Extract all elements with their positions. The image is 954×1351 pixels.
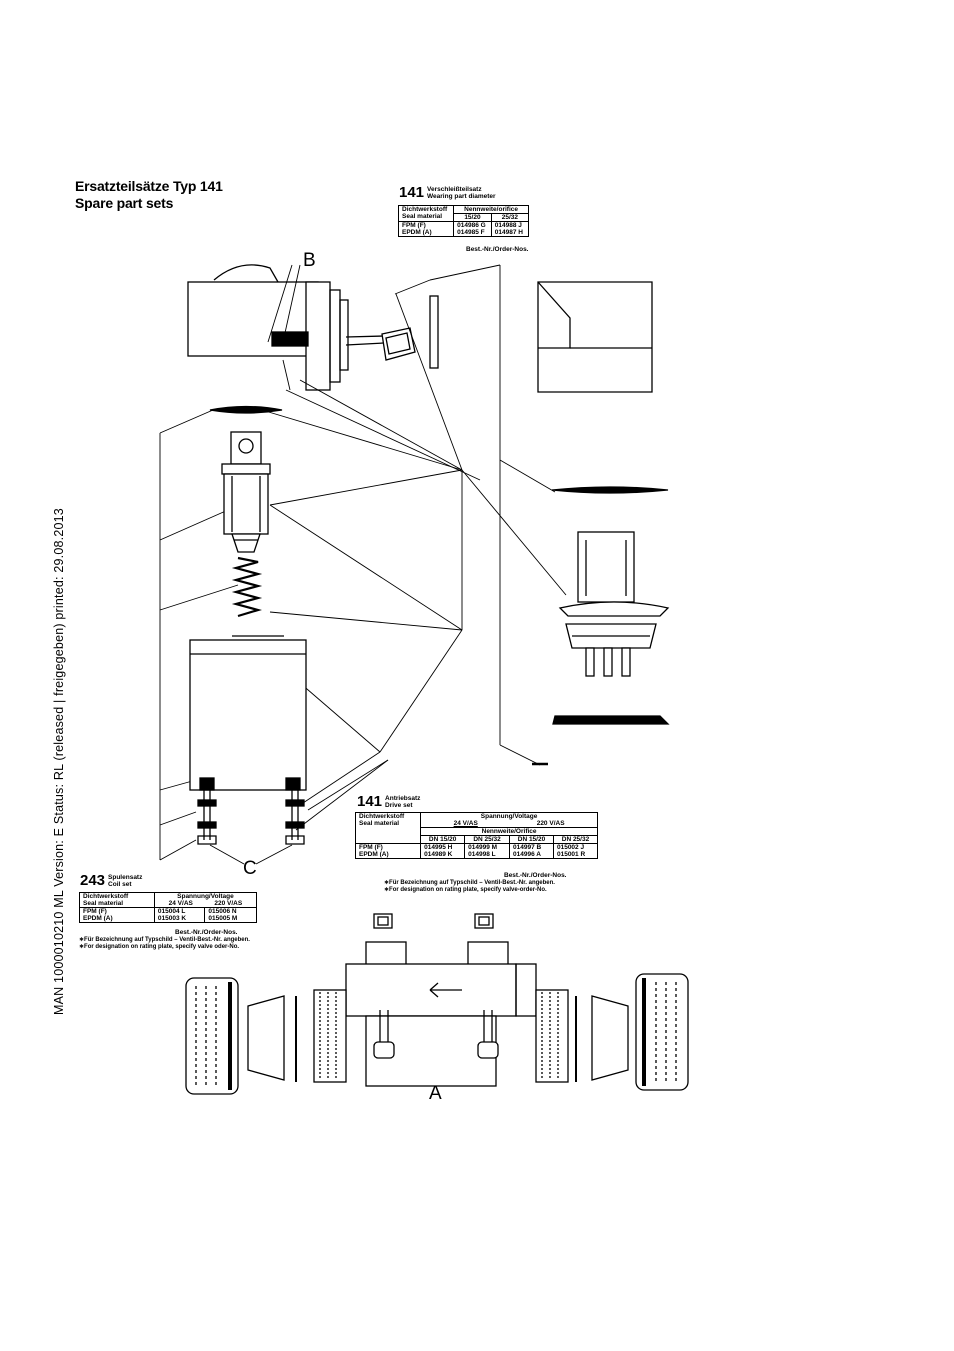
coil-kit-header: 243 Spulensatz Coil set	[80, 873, 142, 888]
union-nut-left	[185, 977, 239, 1095]
drive-kit-header: 141 Antriebsatz Drive set	[357, 794, 420, 809]
leader-lines	[159, 264, 567, 1087]
union-nut-right	[635, 973, 689, 1091]
seal-ring-right	[532, 486, 670, 766]
callout-a: A	[429, 1083, 442, 1104]
coil-kit-note-en: ∗For designation on rating plate, specif…	[79, 944, 240, 950]
wearing-kit-header: 141 Verschleißteilsatz Wearing part diam…	[399, 185, 496, 200]
wearing-kit-label-de: Verschleißteilsatz	[427, 186, 482, 193]
coil-kit-code: 243	[80, 872, 106, 889]
wearing-kit-order-label: Best.-Nr./Order-Nos.	[466, 246, 529, 253]
valve-insert-part	[558, 531, 670, 677]
coil-kit-label-en: Coil set	[108, 881, 132, 888]
nut-part	[373, 913, 494, 929]
drive-kit-label-en: Drive set	[385, 802, 413, 809]
wearing-kit-label-en: Wearing part diameter	[427, 193, 496, 200]
callout-b: B	[303, 250, 316, 271]
coil-kit-note-de: ∗Für Bezeichnung auf Typschild – Ventil-…	[79, 937, 250, 943]
knob-part	[381, 327, 416, 361]
gasket-ring-top	[209, 405, 283, 414]
coil-body-part	[189, 635, 307, 845]
drive-kit-note-en: ∗For designation on rating plate, specif…	[384, 887, 547, 893]
page-title-english: Spare part sets	[75, 195, 174, 211]
drive-kit-code: 141	[357, 793, 383, 810]
solenoid-head-part	[187, 264, 385, 391]
plunger-part	[221, 431, 271, 553]
tail-piece-left	[247, 989, 347, 1083]
spring-part	[231, 556, 263, 618]
callout-c: C	[243, 858, 257, 879]
page-title-german: Ersatzteilsätze Typ 141	[75, 178, 223, 194]
coil-kit-order-label: Best.-Nr./Order-Nos.	[175, 929, 238, 936]
diaphragm-housing-part	[429, 281, 653, 393]
tail-piece-right	[535, 989, 629, 1083]
drive-kit-note-de: ∗Für Bezeichnung auf Typschild – Ventil-…	[384, 880, 555, 886]
drive-kit-order-label: Best.-Nr./Order-Nos.	[504, 872, 567, 879]
coil-kit-label-de: Spulensatz	[108, 874, 143, 881]
valve-body-part	[345, 941, 537, 1087]
wearing-kit-code: 141	[399, 184, 425, 201]
drive-kit-label-de: Antriebsatz	[385, 795, 421, 802]
